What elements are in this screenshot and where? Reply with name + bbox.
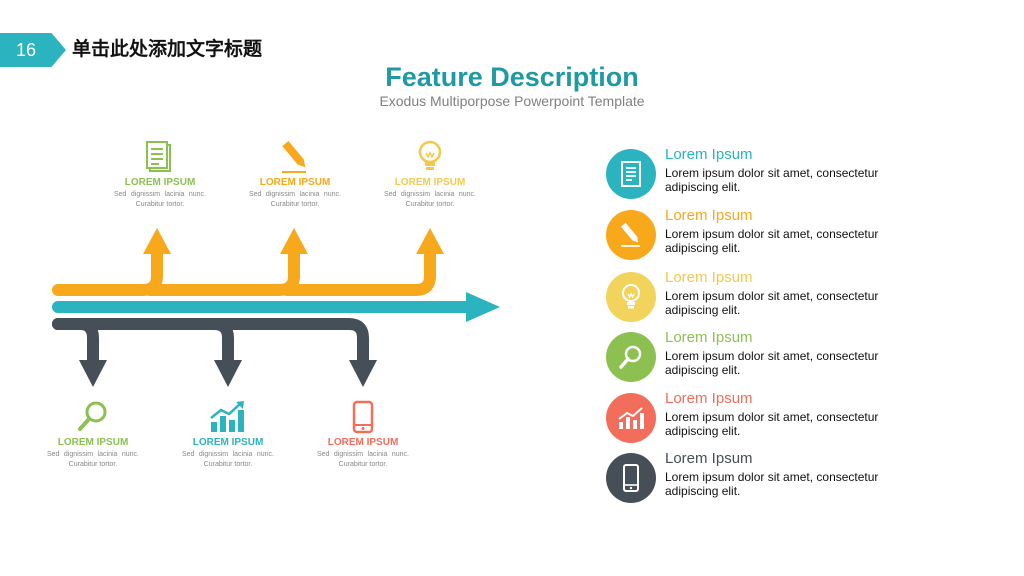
- magnifier-icon: [606, 332, 656, 382]
- bottom-card-3: LOREM IPSUM Sed dignissim lacinia nunc. …: [303, 398, 423, 470]
- feature-text: Lorem ipsum dolor sit amet, consectetur …: [665, 227, 879, 255]
- feature-item-2: Lorem Ipsum Lorem ipsum dolor sit amet, …: [606, 207, 926, 262]
- top-card-text: Sed dignissim lacinia nunc. Curabitur to…: [114, 191, 206, 208]
- feature-text: Lorem ipsum dolor sit amet, consectetur …: [665, 470, 879, 498]
- bottom-card-text: Sed dignissim lacinia nunc. Curabitur to…: [182, 451, 274, 468]
- feature-title: Lorem Ipsum: [665, 269, 753, 286]
- top-card-text: Sed dignissim lacinia nunc. Curabitur to…: [249, 191, 341, 208]
- feature-text: Lorem ipsum dolor sit amet, consectetur …: [665, 349, 879, 377]
- feature-text: Lorem ipsum dolor sit amet, consectetur …: [665, 289, 879, 317]
- phone-icon: [303, 398, 423, 436]
- bottom-card-1: LOREM IPSUM Sed dignissim lacinia nunc. …: [33, 398, 153, 470]
- slide-number: 16: [16, 40, 37, 60]
- top-card-heading: LOREM IPSUM: [259, 177, 331, 188]
- pencil-icon: [606, 210, 656, 260]
- feature-title: Lorem Ipsum: [665, 207, 753, 224]
- feature-item-5: Lorem Ipsum Lorem ipsum dolor sit amet, …: [606, 390, 926, 445]
- slide-header-title[interactable]: 单击此处添加文字标题: [72, 39, 263, 60]
- feature-title: Lorem Ipsum: [665, 390, 753, 407]
- slide-number-tab: 16: [0, 33, 66, 67]
- page-title[interactable]: Feature Description: [385, 62, 639, 92]
- top-card-1: LOREM IPSUM Sed dignissim lacinia nunc. …: [100, 138, 220, 210]
- top-card-2: LOREM IPSUM Sed dignissim lacinia nunc. …: [235, 138, 355, 210]
- feature-text: Lorem ipsum dolor sit amet, consectetur …: [665, 410, 879, 438]
- feature-item-3: Lorem Ipsum Lorem ipsum dolor sit amet, …: [606, 269, 926, 324]
- feature-title: Lorem Ipsum: [665, 450, 753, 467]
- feature-text: Lorem ipsum dolor sit amet, consectetur …: [665, 166, 879, 194]
- orange-arrowheads: [143, 228, 444, 254]
- top-card-text: Sed dignissim lacinia nunc. Curabitur to…: [384, 191, 476, 208]
- top-card-heading: LOREM IPSUM: [394, 177, 466, 188]
- bottom-card-text: Sed dignissim lacinia nunc. Curabitur to…: [317, 451, 409, 468]
- phone-icon: [606, 453, 656, 503]
- chart-icon: [606, 393, 656, 443]
- bottom-card-text: Sed dignissim lacinia nunc. Curabitur to…: [47, 451, 139, 468]
- top-card-3: LOREM IPSUM Sed dignissim lacinia nunc. …: [370, 138, 490, 210]
- document-icon: [100, 138, 220, 176]
- lightbulb-icon: [370, 138, 490, 176]
- feature-item-6: Lorem Ipsum Lorem ipsum dolor sit amet, …: [606, 450, 926, 505]
- dark-arrowheads: [79, 360, 377, 387]
- bottom-card-heading: LOREM IPSUM: [192, 437, 264, 448]
- feature-title: Lorem Ipsum: [665, 146, 753, 163]
- orange-branch-arrows: [52, 246, 436, 296]
- feature-item-1: Lorem Ipsum Lorem ipsum dolor sit amet, …: [606, 146, 926, 201]
- top-card-heading: LOREM IPSUM: [124, 177, 196, 188]
- bottom-card-heading: LOREM IPSUM: [57, 437, 129, 448]
- feature-title: Lorem Ipsum: [665, 329, 753, 346]
- chart-icon: [168, 398, 288, 436]
- bottom-card-2: LOREM IPSUM Sed dignissim lacinia nunc. …: [168, 398, 288, 470]
- dark-branch-arrows: [52, 318, 369, 368]
- magnifier-icon: [33, 398, 153, 436]
- main-timeline-arrow: [52, 292, 500, 322]
- pencil-icon: [235, 138, 355, 176]
- lightbulb-icon: [606, 272, 656, 322]
- feature-item-4: Lorem Ipsum Lorem ipsum dolor sit amet, …: [606, 329, 926, 384]
- page-subtitle[interactable]: Exodus Multiporpose Powerpoint Template: [379, 93, 645, 109]
- document-icon: [606, 149, 656, 199]
- bottom-card-heading: LOREM IPSUM: [327, 437, 399, 448]
